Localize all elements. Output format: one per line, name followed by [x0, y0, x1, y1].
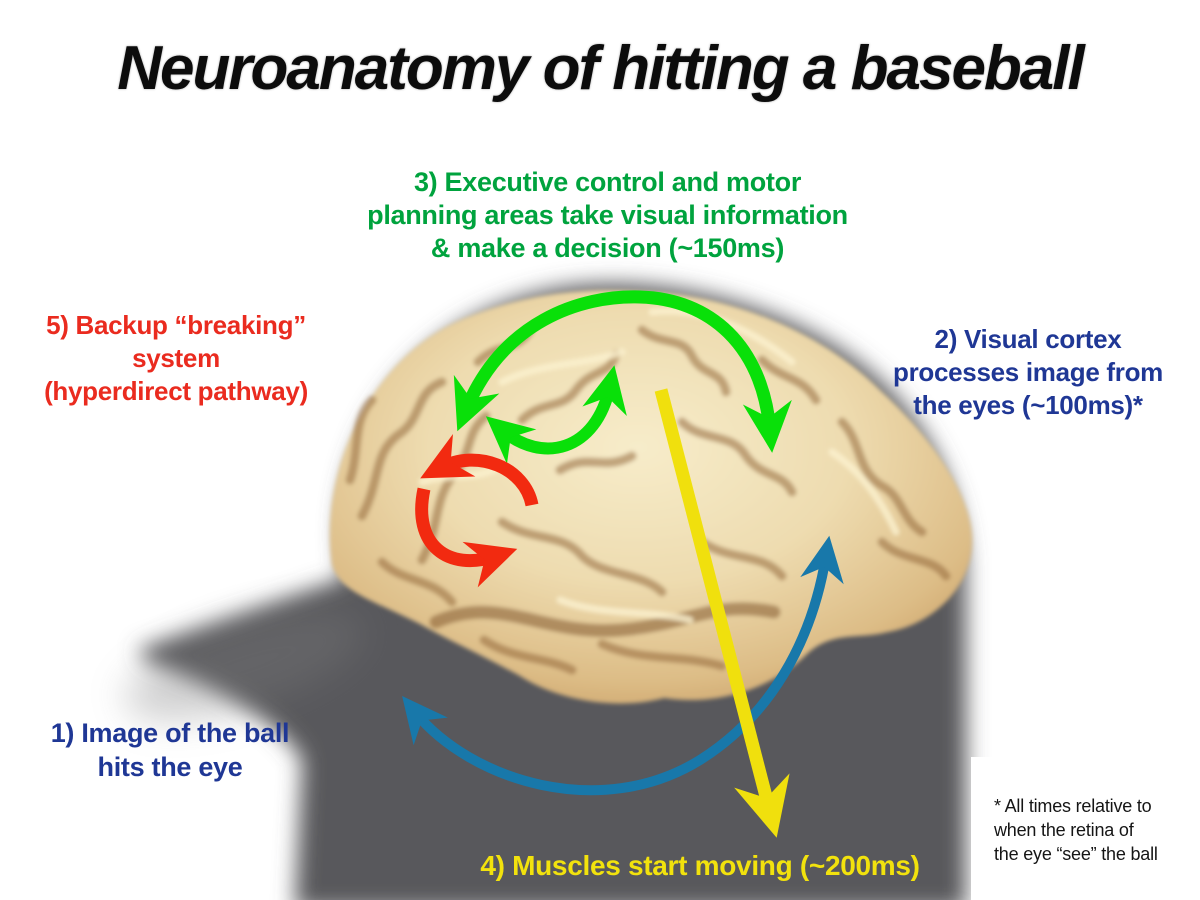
label-line: & make a decision (~150ms)	[430, 233, 785, 263]
footnote-line: * All times relative to	[994, 796, 1152, 816]
label-line: hits the eye	[97, 752, 243, 782]
label-line: 1) Image of the ball	[50, 718, 290, 748]
slide-title: Neuroanatomy of hitting a baseball	[117, 34, 1084, 103]
label-line: system	[132, 343, 220, 373]
blue-visual-pathway-arrow	[402, 535, 844, 796]
red-loop-arrow-top	[420, 434, 539, 507]
label-executive-control: 3) Executive control and motor planning …	[280, 166, 935, 265]
footnote-card	[971, 757, 1200, 900]
label-image-hits-eye: 1) Image of the ball hits the eye	[10, 716, 330, 784]
yellow-motor-command-arrow	[654, 388, 790, 838]
label-line: 2) Visual cortex	[934, 324, 1122, 354]
label-muscles-start-moving: 4) Muscles start moving (~200ms)	[420, 850, 980, 882]
label-line: 4) Muscles start moving (~200ms)	[480, 850, 920, 881]
footnote-line: when the retina of	[994, 820, 1134, 840]
red-loop-arrow-bottom	[415, 487, 518, 588]
footnote-line: the eye “see” the ball	[994, 844, 1158, 864]
label-line: (hyperdirect pathway)	[44, 376, 308, 406]
nose-shadow	[125, 609, 365, 721]
label-line: the eyes (~100ms)*	[913, 390, 1143, 420]
label-line: 5) Backup “breaking”	[46, 310, 306, 340]
label-visual-cortex: 2) Visual cortex processes image from th…	[862, 323, 1194, 422]
green-feedback-arrow-small	[485, 365, 627, 465]
footnote-times-relative: * All times relative to when the retina …	[994, 794, 1200, 866]
green-feedback-arrow-large	[453, 290, 792, 453]
label-line: 3) Executive control and motor	[413, 167, 802, 197]
label-line: processes image from	[892, 357, 1163, 387]
label-line: planning areas take visual information	[367, 200, 848, 230]
label-backup-braking-system: 5) Backup “breaking” system (hyperdirect…	[8, 309, 344, 408]
